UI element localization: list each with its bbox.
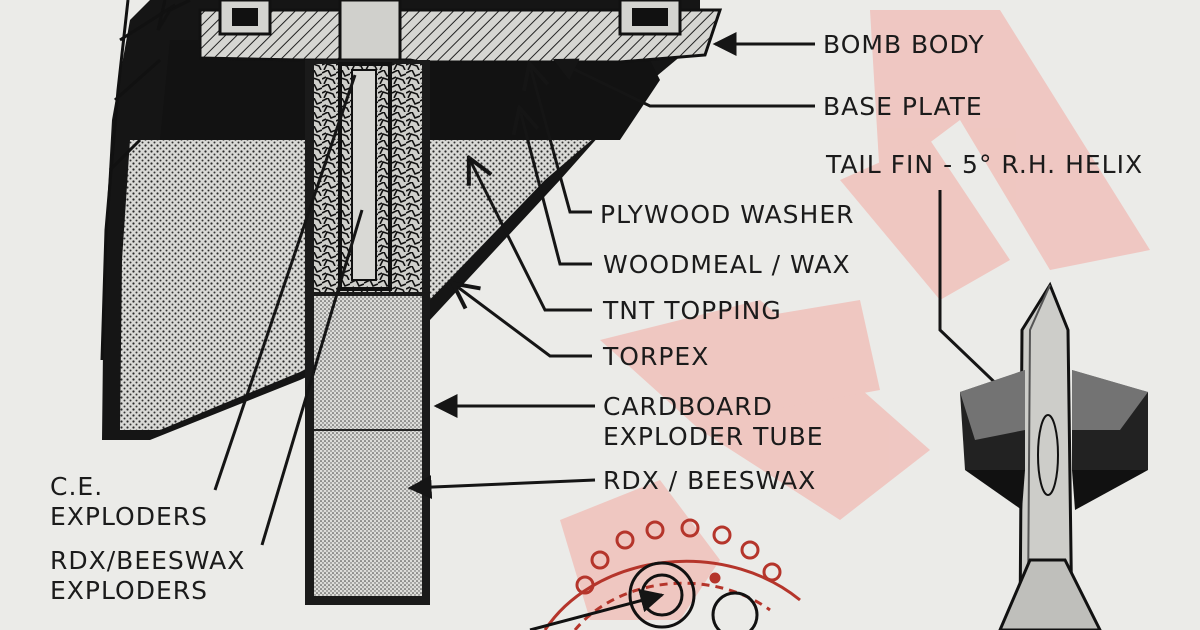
label-rdx-beeswax-exploders: RDX/BEESWAX EXPLODERS <box>50 546 246 605</box>
label-tail-fin: TAIL FIN - 5° R.H. HELIX <box>826 150 1144 179</box>
tail-fin-drawing <box>960 281 1148 630</box>
label-base-plate: BASE PLATE <box>823 92 983 121</box>
label-torpex: TORPEX <box>603 342 710 371</box>
label-cardboard-exploder-tube: CARDBOARD EXPLODER TUBE <box>603 392 824 451</box>
top-fittings <box>218 0 682 62</box>
cardboard-exploder-tube <box>305 60 430 605</box>
leader-lines <box>213 31 1055 546</box>
tail-frame <box>100 0 191 361</box>
label-ce-exploders: C.E. EXPLODERS <box>50 472 208 531</box>
label-woodmeal-wax: WOODMEAL / WAX <box>603 250 851 279</box>
label-tnt-topping: TNT TOPPING <box>603 296 782 325</box>
label-plywood-washer: PLYWOOD WASHER <box>600 200 855 229</box>
label-rdx-beeswax: RDX / BEESWAX <box>603 466 817 495</box>
label-bomb-body: BOMB BODY <box>823 30 985 59</box>
exploder-ring-drawing <box>529 518 801 630</box>
